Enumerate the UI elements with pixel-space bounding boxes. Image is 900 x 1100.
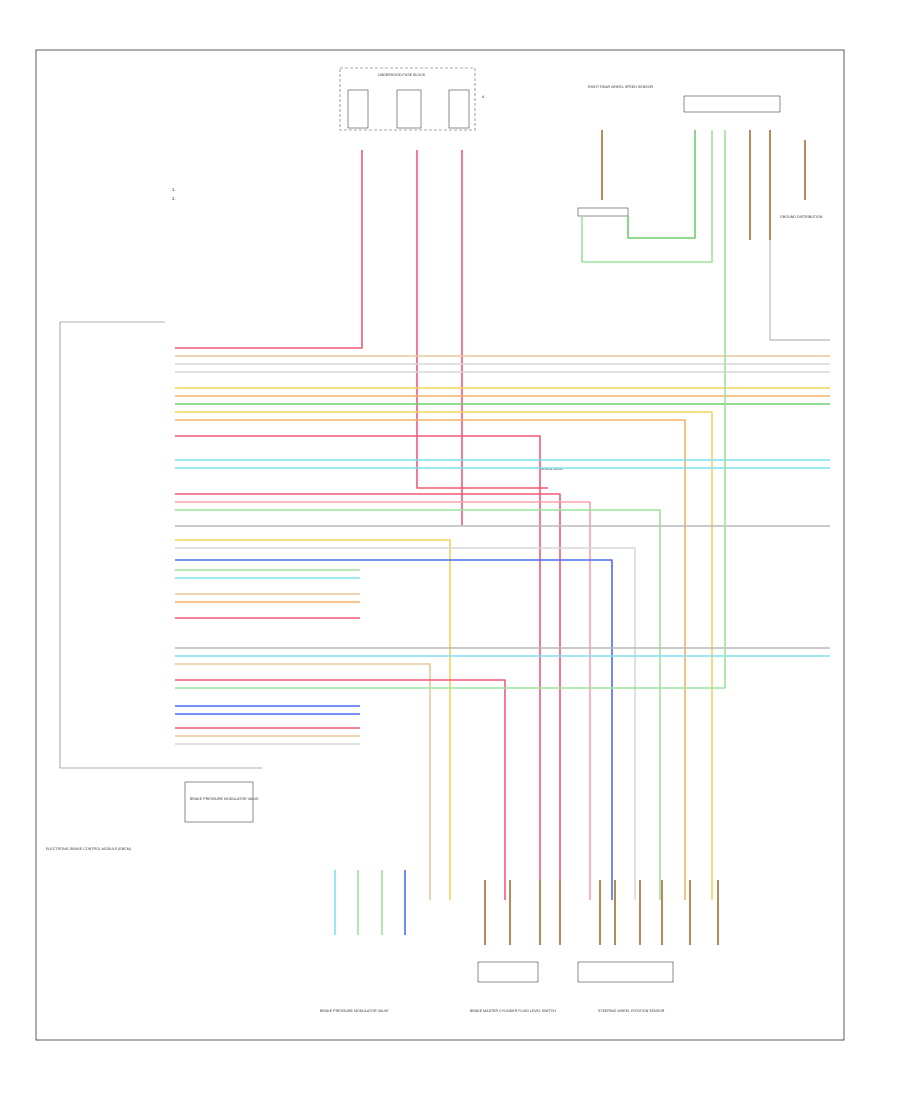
wire-wht-blk-19 — [175, 547, 636, 900]
underhood-fuse-block: UNDERHOOD FUSE BLOCK A — [339, 67, 485, 131]
wire-grey-return — [769, 240, 830, 341]
module-label: ELECTRONIC BRAKE CONTROL MODULE (EBCM) — [46, 847, 131, 851]
svg-text:GROUND DISTRIBUTION: GROUND DISTRIBUTION — [780, 215, 823, 219]
svg-text:STEERING WHEEL POSITION SENSOR: STEERING WHEEL POSITION SENSOR — [598, 1009, 665, 1013]
diagram-frame — [35, 49, 845, 1041]
ebcm-module: ELECTRONIC BRAKE CONTROL MODULE (EBCM) B… — [46, 321, 262, 851]
svg-text:A: A — [482, 95, 485, 99]
wire-red-power-0 — [175, 150, 363, 349]
wire-lt-grn-38 — [581, 130, 713, 263]
svg-text:SERIAL DATA: SERIAL DATA — [540, 467, 563, 471]
wire-red-power-11 — [175, 435, 541, 900]
wire-orn-10 — [175, 419, 686, 900]
note-2: 2. — [172, 196, 176, 201]
wire-lt-grn-16 — [175, 509, 661, 900]
svg-text:RIGHT REAR WHEEL SPEED SENSOR: RIGHT REAR WHEEL SPEED SENSOR — [588, 85, 654, 89]
wire-layer — [175, 130, 830, 945]
svg-text:BRAKE PRESSURE MODULATOR VALVE: BRAKE PRESSURE MODULATOR VALVE — [190, 797, 259, 801]
svg-text:UNDERHOOD FUSE BLOCK: UNDERHOOD FUSE BLOCK — [378, 73, 426, 77]
wire-tan-28 — [175, 663, 431, 900]
wire-red-power-14 — [175, 493, 561, 900]
bottom-components: BRAKE PRESSURE MODULATOR VALVE BRAKE MAS… — [320, 467, 674, 1013]
wire-blu-20 — [175, 559, 613, 900]
svg-text:BRAKE MASTER CYLINDER FLUID LE: BRAKE MASTER CYLINDER FLUID LEVEL SWITCH — [470, 1009, 556, 1013]
wire-red-power-1 — [416, 150, 548, 489]
wire-grn-36 — [627, 130, 696, 239]
wire-yel-9 — [175, 411, 713, 900]
wire-red-power-29 — [175, 679, 506, 900]
top-right-connector: RIGHT REAR WHEEL SPEED SENSOR GROUND DIS… — [577, 85, 823, 219]
note-1: 1. — [172, 187, 176, 192]
wire-yel-18 — [175, 539, 451, 900]
wire-pnk-15 — [175, 501, 591, 900]
svg-text:BRAKE PRESSURE MODULATOR VALVE: BRAKE PRESSURE MODULATOR VALVE — [320, 1009, 389, 1013]
